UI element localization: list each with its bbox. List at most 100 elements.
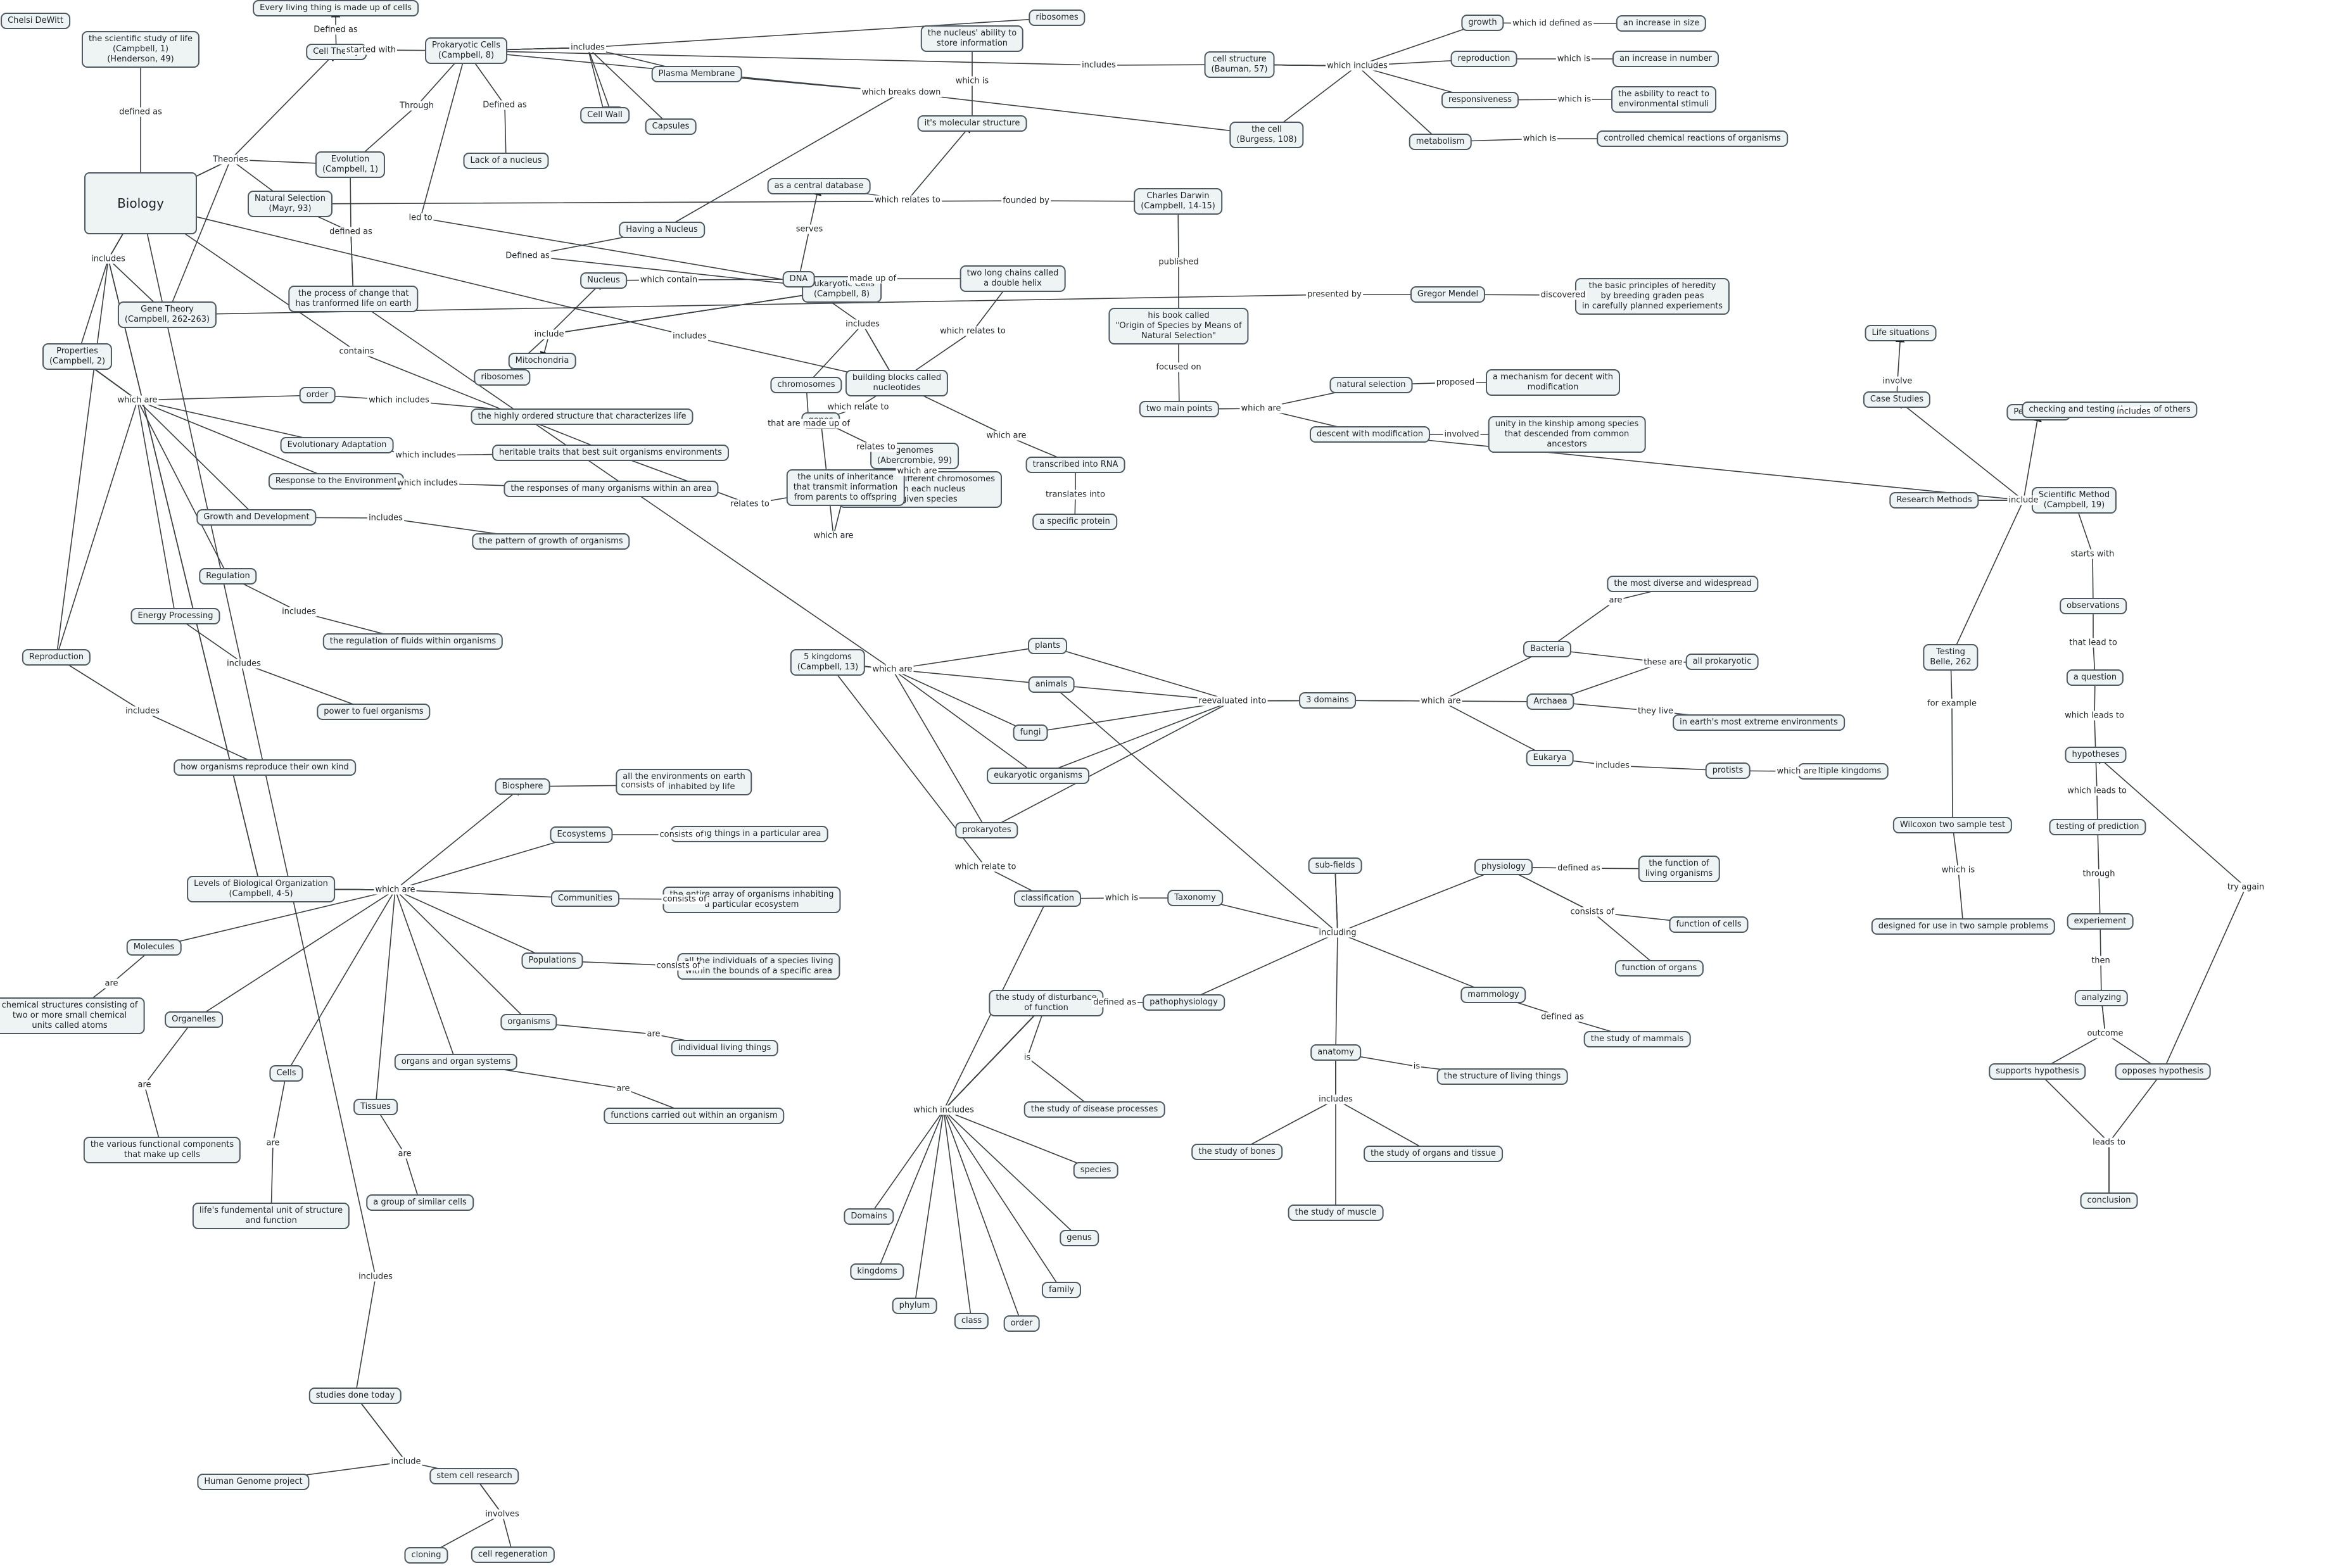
concept-node-n152[interactable]: cell regeneration [471,1546,555,1563]
concept-node-n72[interactable]: checking and testing theories of others [2022,401,2198,418]
concept-node-n149[interactable]: Human Genome project [197,1474,310,1490]
concept-node-n108[interactable]: the study of mammals [1583,1031,1691,1047]
concept-node-n77[interactable]: hypotheses [2065,747,2127,763]
concept-node-n144[interactable]: the various functional components that m… [83,1137,241,1163]
concept-node-n118[interactable]: the study of disease processes [1023,1101,1165,1118]
concept-node-n87[interactable]: 5 kingdoms (Campbell, 13) [790,649,866,676]
concept-node-n138[interactable]: functions carried out within an organism [604,1108,785,1124]
concept-node-n102[interactable]: sub-fields [1308,857,1362,874]
concept-node-n43[interactable]: building blocks called nucleotides [845,370,949,396]
concept-node-n140[interactable]: a group of similar cells [366,1194,474,1211]
concept-node-n59[interactable]: controlled chemical reactions of organis… [1597,130,1788,147]
concept-node-n18[interactable]: order [299,387,336,403]
concept-node-n119[interactable]: species [1073,1162,1118,1179]
concept-node-n106[interactable]: function of organs [1614,960,1704,977]
concept-node-n14[interactable]: Natural Selection (Mayr, 93) [248,191,332,217]
concept-node-n111[interactable]: the study of bones [1191,1144,1282,1160]
concept-node-n120[interactable]: genus [1060,1230,1099,1246]
concept-node-n96[interactable]: all prokaryotic [1685,654,1759,670]
concept-node-n113[interactable]: the study of muscle [1288,1204,1384,1221]
concept-node-n29[interactable]: the regulation of fluids within organism… [322,633,504,650]
concept-node-n141[interactable]: Cells [269,1065,303,1082]
concept-node-n76[interactable]: a question [2066,669,2124,686]
concept-node-n56[interactable]: responsiveness [1441,92,1519,108]
concept-node-n95[interactable]: the most diverse and widespread [1607,576,1759,592]
concept-node-n4[interactable]: Every living thing is made up of cells [253,0,419,16]
concept-node-n136[interactable]: individual living things [671,1040,778,1056]
concept-node-n42[interactable]: chromosomes [770,377,842,393]
concept-node-n143[interactable]: Organelles [165,1011,223,1028]
concept-node-n94[interactable]: Bacteria [1523,641,1572,657]
concept-node-n97[interactable]: Archaea [1526,693,1574,710]
concept-node-n135[interactable]: organisms [500,1014,557,1030]
concept-node-n133[interactable]: Populations [521,952,583,969]
concept-node-n93[interactable]: 3 domains [1299,692,1356,709]
concept-node-n145[interactable]: Molecules [126,939,182,956]
concept-node-n16[interactable]: Gene Theory (Campbell, 262-263) [117,301,217,328]
concept-node-n121[interactable]: family [1041,1282,1082,1298]
concept-node-n51[interactable]: the cell (Burgess, 108) [1229,122,1304,148]
concept-node-n13[interactable]: Evolution (Campbell, 1) [315,151,386,178]
concept-node-n80[interactable]: analyzing [2074,990,2129,1006]
concept-node-n40[interactable]: ribosomes [474,369,531,386]
concept-node-n19[interactable]: Evolutionary Adaptation [280,437,394,453]
concept-node-n62[interactable]: two main points [1139,401,1220,417]
concept-node-n147[interactable]: Levels of Biological Organization (Campb… [187,876,335,902]
concept-node-n2[interactable]: the scientific study of life (Campbell, … [81,31,200,68]
concept-node-n86[interactable]: designed for use in two sample problems [1871,918,2056,935]
concept-node-n33[interactable]: it's molecular structure [917,115,1027,132]
concept-node-n53[interactable]: an increase in size [1616,15,1707,32]
concept-node-n67[interactable]: Gregor Mendel [1410,286,1486,303]
concept-node-n81[interactable]: supports hypothesis [1989,1063,2086,1080]
concept-node-n34[interactable]: as a central database [767,178,871,194]
concept-node-n10[interactable]: Cell Wall [580,107,630,123]
concept-node-n137[interactable]: organs and organ systems [394,1054,518,1070]
concept-node-n129[interactable]: Ecosystems [550,826,613,843]
concept-node-n85[interactable]: Wilcoxon two sample test [1892,817,2013,833]
concept-node-n70[interactable]: Case Studies [1863,391,1931,408]
concept-node-n110[interactable]: the structure of living things [1436,1068,1568,1085]
concept-node-n55[interactable]: an increase in number [1612,51,1719,67]
concept-node-n15[interactable]: the process of change that has tranforme… [288,286,419,312]
concept-node-n3[interactable]: Biology [84,172,197,234]
concept-node-n146[interactable]: chemical structures consisting of two or… [0,997,145,1034]
concept-node-n58[interactable]: metabolism [1409,134,1472,150]
concept-node-n54[interactable]: reproduction [1450,51,1517,67]
concept-node-n52[interactable]: growth [1461,15,1504,31]
concept-node-n57[interactable]: the asbility to react to environmental s… [1611,86,1716,113]
concept-node-n49[interactable]: the units of inheritance that transmit i… [786,469,905,506]
concept-node-n6[interactable]: Prokaryotic Cells (Campbell, 8) [425,37,507,64]
concept-node-n1[interactable]: Chelsi DeWitt [1,13,70,29]
concept-node-n69[interactable]: Life situations [1865,325,1937,341]
concept-node-n116[interactable]: pathophysiology [1143,994,1225,1011]
concept-node-n7[interactable]: ribosomes [1029,9,1086,26]
concept-node-n131[interactable]: Communities [551,890,619,907]
concept-node-n22[interactable]: Regulation [199,568,257,585]
concept-node-n66[interactable]: unity in the kinship among species that … [1488,416,1646,453]
concept-node-n134[interactable]: all the individuals of a species living … [677,953,840,980]
concept-node-n89[interactable]: animals [1028,676,1075,693]
concept-node-n115[interactable]: classification [1013,890,1082,907]
concept-node-n64[interactable]: a mechanism for decent with modification [1486,369,1620,396]
concept-node-n37[interactable]: Nucleus [580,272,627,289]
concept-node-n41[interactable]: Mitochondria [508,353,576,369]
concept-node-n38[interactable]: DNA [782,271,815,288]
concept-node-n12[interactable]: Lack of a nucleus [463,153,549,169]
concept-node-n65[interactable]: descent with modification [1309,426,1431,443]
concept-node-n105[interactable]: function of cells [1669,916,1749,933]
concept-node-n109[interactable]: anatomy [1310,1044,1361,1061]
concept-node-n48[interactable]: a specific protein [1032,514,1117,530]
concept-node-n92[interactable]: prokaryotes [955,822,1018,838]
concept-node-n68[interactable]: the basic principles of heredity by bree… [1574,278,1730,315]
concept-node-n139[interactable]: Tissues [353,1099,398,1115]
concept-node-n126[interactable]: Domains [844,1208,894,1225]
concept-node-n60[interactable]: Charles Darwin (Campbell, 14-15) [1134,188,1222,215]
concept-node-n148[interactable]: studies done today [308,1388,402,1404]
concept-node-n17[interactable]: Properties (Campbell, 2) [42,343,113,370]
concept-node-n103[interactable]: physiology [1474,859,1533,875]
concept-node-n28[interactable]: the pattern of growth of organisms [472,533,630,550]
concept-node-n125[interactable]: kingdoms [850,1263,904,1280]
concept-node-n63[interactable]: natural selection [1329,377,1413,393]
concept-node-n73[interactable]: Research Methods [1889,492,1979,509]
concept-node-n83[interactable]: conclusion [2080,1192,2138,1209]
